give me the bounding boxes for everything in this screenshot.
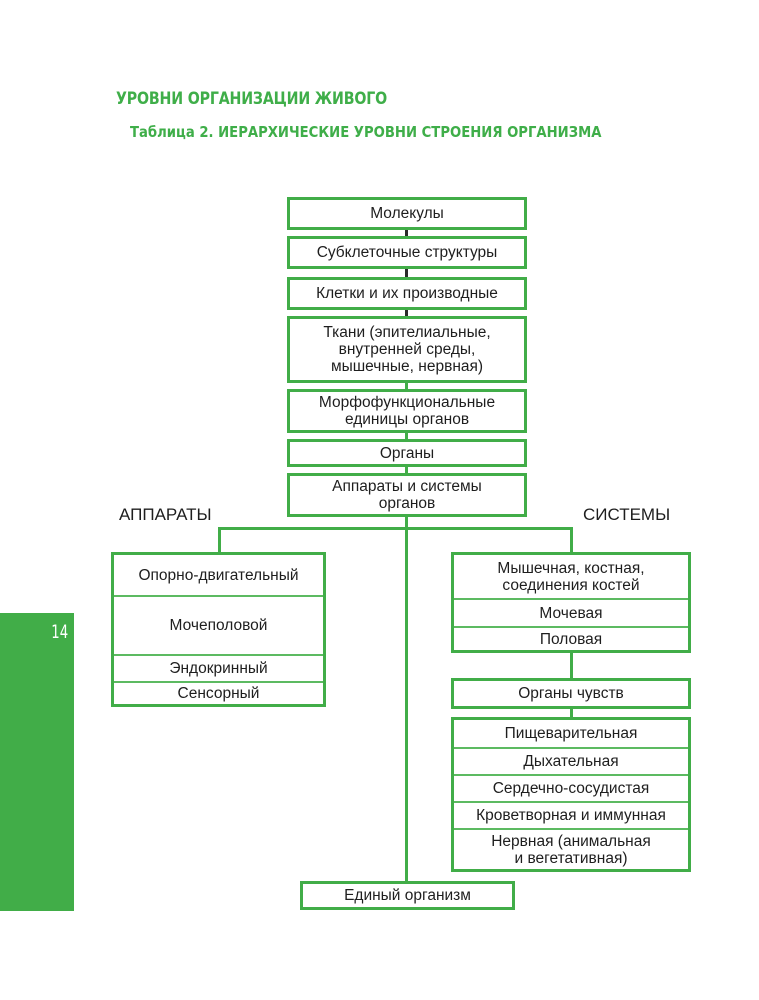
apparatus-item: Опорно-двигательный [138,566,299,584]
system-item: Кроветворная и иммунная [454,801,688,828]
system-item: Дыхательная [454,747,688,774]
level-organ-systems: Аппараты и системы органов [287,473,527,517]
connector [405,381,408,390]
systems-group-1: Мышечная, костная, соединения костей Моч… [451,552,691,653]
apparatus-item: Мочеполовой [114,595,323,654]
section-title: УРОВНИ ОРГАНИЗАЦИИ ЖИВОГО [116,89,388,108]
apparatus-label: АППАРАТЫ [119,505,212,524]
connector [405,308,408,317]
page-number: 14 [51,621,68,643]
page-tab: 14 [0,613,74,911]
connector [405,267,408,278]
system-sense-organs: Органы чувств [451,678,691,709]
level-molecules: Молекулы [287,197,527,230]
table-title: Таблица 2. ИЕРАРХИЧЕСКИЕ УРОВНИ СТРОЕНИЯ… [130,123,602,141]
connector [405,465,408,474]
level-morphofunctional-units: Морфофункциональные единицы органов [287,389,527,433]
systems-connector [570,651,573,679]
level-cells: Клетки и их производные [287,277,527,310]
systems-connector [570,527,573,554]
systems-label: СИСТЕМЫ [583,505,671,524]
unified-organism: Единый организм [300,881,515,910]
system-item: Мочевая [454,598,688,626]
system-item: Половая [454,626,688,650]
apparatus-list: Опорно-двигательный Мочеполовой Эндокрин… [111,552,326,707]
level-tissues: Ткани (эпителиальные, внутренней среды, … [287,316,527,383]
apparatus-connector [218,527,221,554]
apparatus-item: Сенсорный [114,681,323,704]
branch-connector [218,527,573,530]
system-item: Нервная (анимальная и вегетативная) [454,828,688,869]
connector [405,228,408,237]
system-item: Мышечная, костная, соединения костей [497,559,645,594]
system-item: Сердечно-сосудистая [454,774,688,801]
systems-connector [570,707,573,718]
connector [405,431,408,440]
trunk-connector [405,517,408,883]
system-item: Пищеварительная [504,725,638,742]
apparatus-item: Эндокринный [114,654,323,681]
systems-group-3: Пищеварительная Дыхательная Сердечно-сос… [451,717,691,872]
level-subcellular: Субклеточные структуры [287,236,527,269]
level-organs: Органы [287,439,527,467]
